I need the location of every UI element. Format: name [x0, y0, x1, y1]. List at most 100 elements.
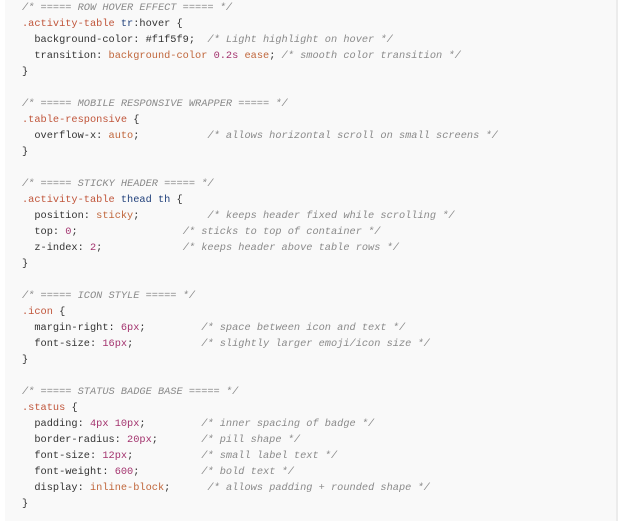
- css-selector: .icon: [22, 306, 53, 318]
- code-line: padding: 4px 10px; /* inner spacing of b…: [22, 416, 498, 432]
- code-panel: /* ===== ROW HOVER EFFECT ===== */ .activ…: [5, 0, 618, 521]
- css-number: 0: [65, 226, 72, 238]
- code-punctuation: }: [22, 258, 29, 270]
- code-comment: /* pill shape */: [201, 434, 301, 446]
- css-property: font-weight:: [22, 466, 115, 478]
- code-comment: /* ===== ROW HOVER EFFECT ===== */: [22, 2, 233, 14]
- code-line: .table-responsive {: [22, 112, 498, 128]
- css-property: transition:: [22, 50, 109, 62]
- code-punctuation: ;: [127, 450, 202, 462]
- css-selector: .table-responsive: [22, 114, 128, 126]
- code-punctuation: ;: [139, 322, 202, 334]
- code-punctuation: {: [127, 114, 140, 126]
- css-value: auto: [108, 130, 134, 142]
- css-value: background-color: [108, 50, 214, 62]
- code-comment: /* inner spacing of badge */: [201, 418, 375, 430]
- code-line: transition: background-color 0.2s ease; …: [22, 48, 498, 64]
- css-tag-selector: thead th: [120, 194, 171, 206]
- css-number: 12px: [102, 450, 128, 462]
- css-number: 16px: [102, 338, 128, 350]
- code-line: display: inline-block; /* allows padding…: [22, 480, 498, 496]
- code-punctuation: ;: [164, 482, 208, 494]
- code-line: .icon {: [22, 304, 498, 320]
- code-comment: /* slightly larger emoji/icon size */: [201, 338, 430, 350]
- code-comment: /* keeps header above table rows */: [182, 242, 399, 254]
- code-punctuation: ;: [127, 338, 202, 350]
- code-punctuation: ;: [96, 242, 183, 254]
- code-line: z-index: 2; /* keeps header above table …: [22, 240, 498, 256]
- css-selector: .activity-table: [22, 194, 115, 206]
- code-comment: /* ===== MOBILE RESPONSIVE WRAPPER =====…: [22, 98, 288, 110]
- code-comment: /* ===== STICKY HEADER ===== */: [22, 178, 214, 190]
- code-line: border-radius: 20px; /* pill shape */: [22, 432, 498, 448]
- css-number: 600: [114, 466, 134, 478]
- code-line: [22, 272, 498, 288]
- css-tag-selector: tr: [120, 18, 134, 30]
- code-punctuation: {: [65, 402, 78, 414]
- code-punctuation: #f1f5f9;: [145, 34, 208, 46]
- code-line: }: [22, 64, 498, 80]
- css-number: 2: [89, 242, 97, 254]
- code-comment: /* allows horizontal scroll on small scr…: [207, 130, 498, 142]
- code-comment: /* Light highlight on hover */: [207, 34, 393, 46]
- code-comment: /* smooth color transition */: [281, 50, 461, 62]
- code-punctuation: {: [170, 194, 183, 206]
- code-line: }: [22, 256, 498, 272]
- code-line: .activity-table thead th {: [22, 192, 498, 208]
- css-property: display:: [22, 482, 90, 494]
- css-property: overflow-x:: [22, 130, 109, 142]
- code-line: font-size: 12px; /* small label text */: [22, 448, 498, 464]
- code-punctuation: }: [22, 66, 29, 78]
- code-line: [22, 80, 498, 96]
- code-line: }: [22, 144, 498, 160]
- code-line: position: sticky; /* keeps header fixed …: [22, 208, 498, 224]
- code-line: /* ===== STICKY HEADER ===== */: [22, 176, 498, 192]
- code-line: [22, 160, 498, 176]
- code-comment: /* small label text */: [201, 450, 338, 462]
- code-line: /* ===== STATUS BADGE BASE ===== */: [22, 384, 498, 400]
- code-line: .status {: [22, 400, 498, 416]
- css-property: top:: [22, 226, 66, 238]
- code-line: font-weight: 600; /* bold text */: [22, 464, 498, 480]
- code-punctuation: ;: [133, 466, 202, 478]
- code-line: background-color: #f1f5f9; /* Light high…: [22, 32, 498, 48]
- css-property: margin-right:: [22, 322, 121, 334]
- code-line: font-size: 16px; /* slightly larger emoj…: [22, 336, 498, 352]
- code-punctuation: ;: [133, 130, 208, 142]
- code-line: }: [22, 496, 498, 512]
- code-punctuation: {: [52, 306, 66, 318]
- code-line: /* ===== ICON STYLE ===== */: [22, 288, 498, 304]
- css-property: font-size:: [22, 338, 103, 350]
- css-selector: .activity-table: [22, 18, 115, 30]
- css-selector: .status: [22, 402, 66, 414]
- code-line: .activity-table tr:hover {: [22, 16, 498, 32]
- css-property: z-index:: [22, 242, 90, 254]
- code-comment: /* ===== STATUS BADGE BASE ===== */: [22, 386, 239, 398]
- code-comment: /* space between icon and text */: [201, 322, 406, 334]
- css-number: 20px: [127, 434, 152, 446]
- code-comment: /* allows padding + rounded shape */: [207, 482, 430, 494]
- css-property: padding:: [22, 418, 90, 430]
- code-punctuation: ;: [133, 210, 208, 222]
- css-property: position:: [22, 210, 97, 222]
- css-value: inline-block: [89, 482, 165, 494]
- code-punctuation: ;: [151, 434, 202, 446]
- css-property: font-size:: [22, 450, 103, 462]
- code-comment: /* keeps header fixed while scrolling */: [207, 210, 455, 222]
- code-comment: /* bold text */: [201, 466, 294, 478]
- code-punctuation: ;: [139, 418, 202, 430]
- code-punctuation: }: [22, 146, 29, 158]
- css-code-block: /* ===== ROW HOVER EFFECT ===== */ .activ…: [22, 0, 498, 512]
- code-line: margin-right: 6px; /* space between icon…: [22, 320, 498, 336]
- code-line: overflow-x: auto; /* allows horizontal s…: [22, 128, 498, 144]
- code-line: }: [22, 352, 498, 368]
- code-line: /* ===== MOBILE RESPONSIVE WRAPPER =====…: [22, 96, 498, 112]
- code-punctuation: }: [22, 498, 29, 510]
- css-number: 0.2s: [213, 50, 239, 62]
- code-comment: /* ===== ICON STYLE ===== */: [22, 290, 196, 302]
- css-value: ease: [238, 50, 270, 62]
- css-value: sticky: [96, 210, 134, 222]
- code-line: [22, 368, 498, 384]
- code-punctuation: ;: [269, 50, 282, 62]
- code-punctuation: ;: [71, 226, 183, 238]
